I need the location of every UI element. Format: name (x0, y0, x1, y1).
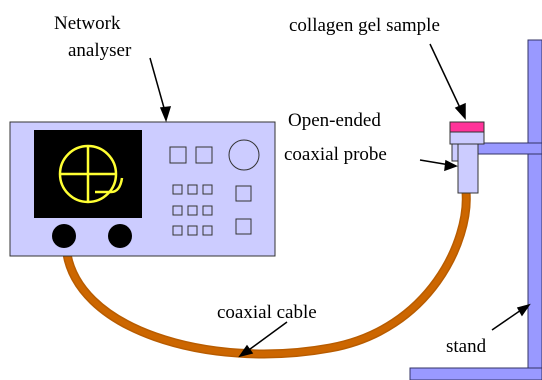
arrow-analyser (149, 57, 167, 116)
side-button-2 (235, 218, 252, 235)
arrow-sample (429, 43, 463, 113)
arrow-stand (491, 307, 525, 331)
side-button-1 (235, 185, 252, 202)
probe-body (457, 142, 479, 194)
label-network-analyser-1: Network (54, 13, 121, 34)
label-probe-2: coaxial probe (284, 144, 387, 165)
label-coaxial-cable: coaxial cable (217, 302, 317, 323)
collagen-gel-sample (449, 121, 485, 133)
stand-base (409, 367, 542, 380)
button-top-1 (169, 146, 187, 164)
stand-pole (527, 39, 542, 380)
knob (228, 139, 260, 171)
coaxial-probe (449, 121, 485, 194)
button-top-2 (195, 146, 213, 164)
stand-arm (467, 142, 542, 155)
network-analyser (9, 121, 276, 257)
keypad (172, 184, 213, 236)
port-right (108, 224, 132, 248)
smith-chart-trace (58, 144, 124, 204)
label-network-analyser-2: analyser (68, 40, 132, 61)
stand (409, 39, 542, 380)
label-probe-1: Open-ended (288, 110, 381, 131)
arrow-cable (245, 321, 288, 353)
port-left (52, 224, 76, 248)
label-collagen-gel-sample: collagen gel sample (289, 15, 440, 36)
label-stand: stand (446, 336, 487, 357)
leader-arrows (149, 43, 531, 358)
